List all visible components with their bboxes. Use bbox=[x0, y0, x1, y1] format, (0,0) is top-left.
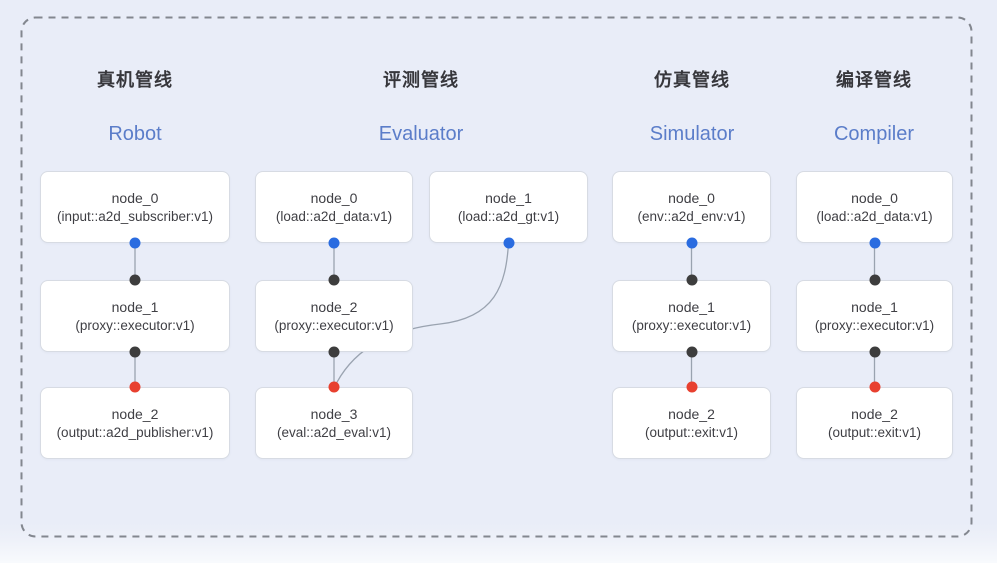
node-title: node_1 bbox=[111, 299, 159, 315]
node-title: node_2 bbox=[668, 406, 715, 422]
node-compiler-2: node_2 (output::exit:v1) bbox=[796, 387, 953, 459]
node-robot-1: node_1 (proxy::executor:v1) bbox=[40, 280, 230, 352]
node-subtitle: (load::a2d_gt:v1) bbox=[457, 209, 560, 224]
input-port-dot-red bbox=[686, 381, 697, 393]
node-subtitle: (proxy::executor:v1) bbox=[814, 318, 935, 333]
pipeline-title-cn-simulator: 仿真管线 bbox=[654, 70, 730, 90]
output-port-dot-blue bbox=[129, 237, 141, 249]
node-title: node_0 bbox=[668, 190, 715, 206]
pipeline-title-cn-evaluator: 评测管线 bbox=[383, 70, 459, 90]
node-title: node_0 bbox=[851, 190, 898, 206]
node-subtitle: (load::a2d_data:v1) bbox=[275, 209, 393, 224]
pipeline-title-en-robot: Robot bbox=[108, 123, 162, 145]
output-port-dot-blue bbox=[869, 237, 880, 249]
node-title: node_1 bbox=[668, 299, 715, 315]
node-simulator-1: node_1 (proxy::executor:v1) bbox=[612, 280, 771, 352]
connector-evaluator-1-3-curve bbox=[333, 242, 510, 388]
dashed-boundary bbox=[20, 16, 973, 538]
input-port-dot-red bbox=[129, 381, 141, 393]
input-port-dot-black bbox=[869, 274, 880, 286]
input-port-dot-black bbox=[686, 274, 697, 286]
node-title: node_0 bbox=[310, 190, 358, 206]
node-subtitle: (input::a2d_subscriber:v1) bbox=[56, 209, 214, 224]
node-title: node_2 bbox=[310, 299, 358, 315]
node-evaluator-0: node_0 (load::a2d_data:v1) bbox=[255, 171, 413, 243]
node-simulator-0: node_0 (env::a2d_env:v1) bbox=[612, 171, 771, 243]
node-robot-0: node_0 (input::a2d_subscriber:v1) bbox=[40, 171, 230, 243]
node-title: node_2 bbox=[111, 406, 159, 422]
node-title: node_1 bbox=[851, 299, 898, 315]
pipeline-title-en-simulator: Simulator bbox=[649, 123, 735, 145]
input-port-dot-black bbox=[328, 274, 340, 286]
node-title: node_1 bbox=[485, 190, 532, 206]
input-port-dot-red bbox=[328, 381, 340, 393]
node-compiler-1: node_1 (proxy::executor:v1) bbox=[796, 280, 953, 352]
output-port-dot-black bbox=[328, 346, 340, 358]
node-subtitle: (eval::a2d_eval:v1) bbox=[276, 425, 392, 440]
node-robot-2: node_2 (output::a2d_publisher:v1) bbox=[40, 387, 230, 459]
output-port-dot-blue bbox=[328, 237, 340, 249]
node-title: node_0 bbox=[111, 190, 159, 206]
output-port-dot-black bbox=[869, 346, 880, 358]
node-evaluator-2: node_2 (proxy::executor:v1) bbox=[255, 280, 413, 352]
node-evaluator-3: node_3 (eval::a2d_eval:v1) bbox=[255, 387, 413, 459]
output-port-dot-black bbox=[686, 346, 697, 358]
input-port-dot-red bbox=[869, 381, 880, 393]
node-subtitle: (load::a2d_data:v1) bbox=[816, 209, 933, 224]
pipeline-title-en-evaluator: Evaluator bbox=[378, 123, 464, 145]
pipeline-title-en-compiler: Compiler bbox=[833, 123, 915, 145]
node-compiler-0: node_0 (load::a2d_data:v1) bbox=[796, 171, 953, 243]
node-subtitle: (output::a2d_publisher:v1) bbox=[56, 425, 214, 440]
node-subtitle: (proxy::executor:v1) bbox=[274, 318, 394, 333]
node-subtitle: (output::exit:v1) bbox=[827, 425, 922, 440]
node-subtitle: (output::exit:v1) bbox=[644, 425, 739, 440]
node-subtitle: (proxy::executor:v1) bbox=[75, 318, 195, 333]
node-simulator-2: node_2 (output::exit:v1) bbox=[612, 387, 771, 459]
node-subtitle: (env::a2d_env:v1) bbox=[637, 209, 746, 224]
node-title: node_3 bbox=[310, 406, 358, 422]
output-port-dot-blue bbox=[686, 237, 697, 249]
input-port-dot-black bbox=[129, 274, 141, 286]
pipeline-title-cn-robot: 真机管线 bbox=[97, 70, 173, 90]
node-evaluator-1: node_1 (load::a2d_gt:v1) bbox=[429, 171, 588, 243]
output-port-dot-blue bbox=[503, 237, 514, 249]
node-title: node_2 bbox=[851, 406, 898, 422]
output-port-dot-black bbox=[129, 346, 141, 358]
node-subtitle: (proxy::executor:v1) bbox=[631, 318, 752, 333]
pipeline-title-cn-compiler: 编译管线 bbox=[836, 70, 912, 90]
